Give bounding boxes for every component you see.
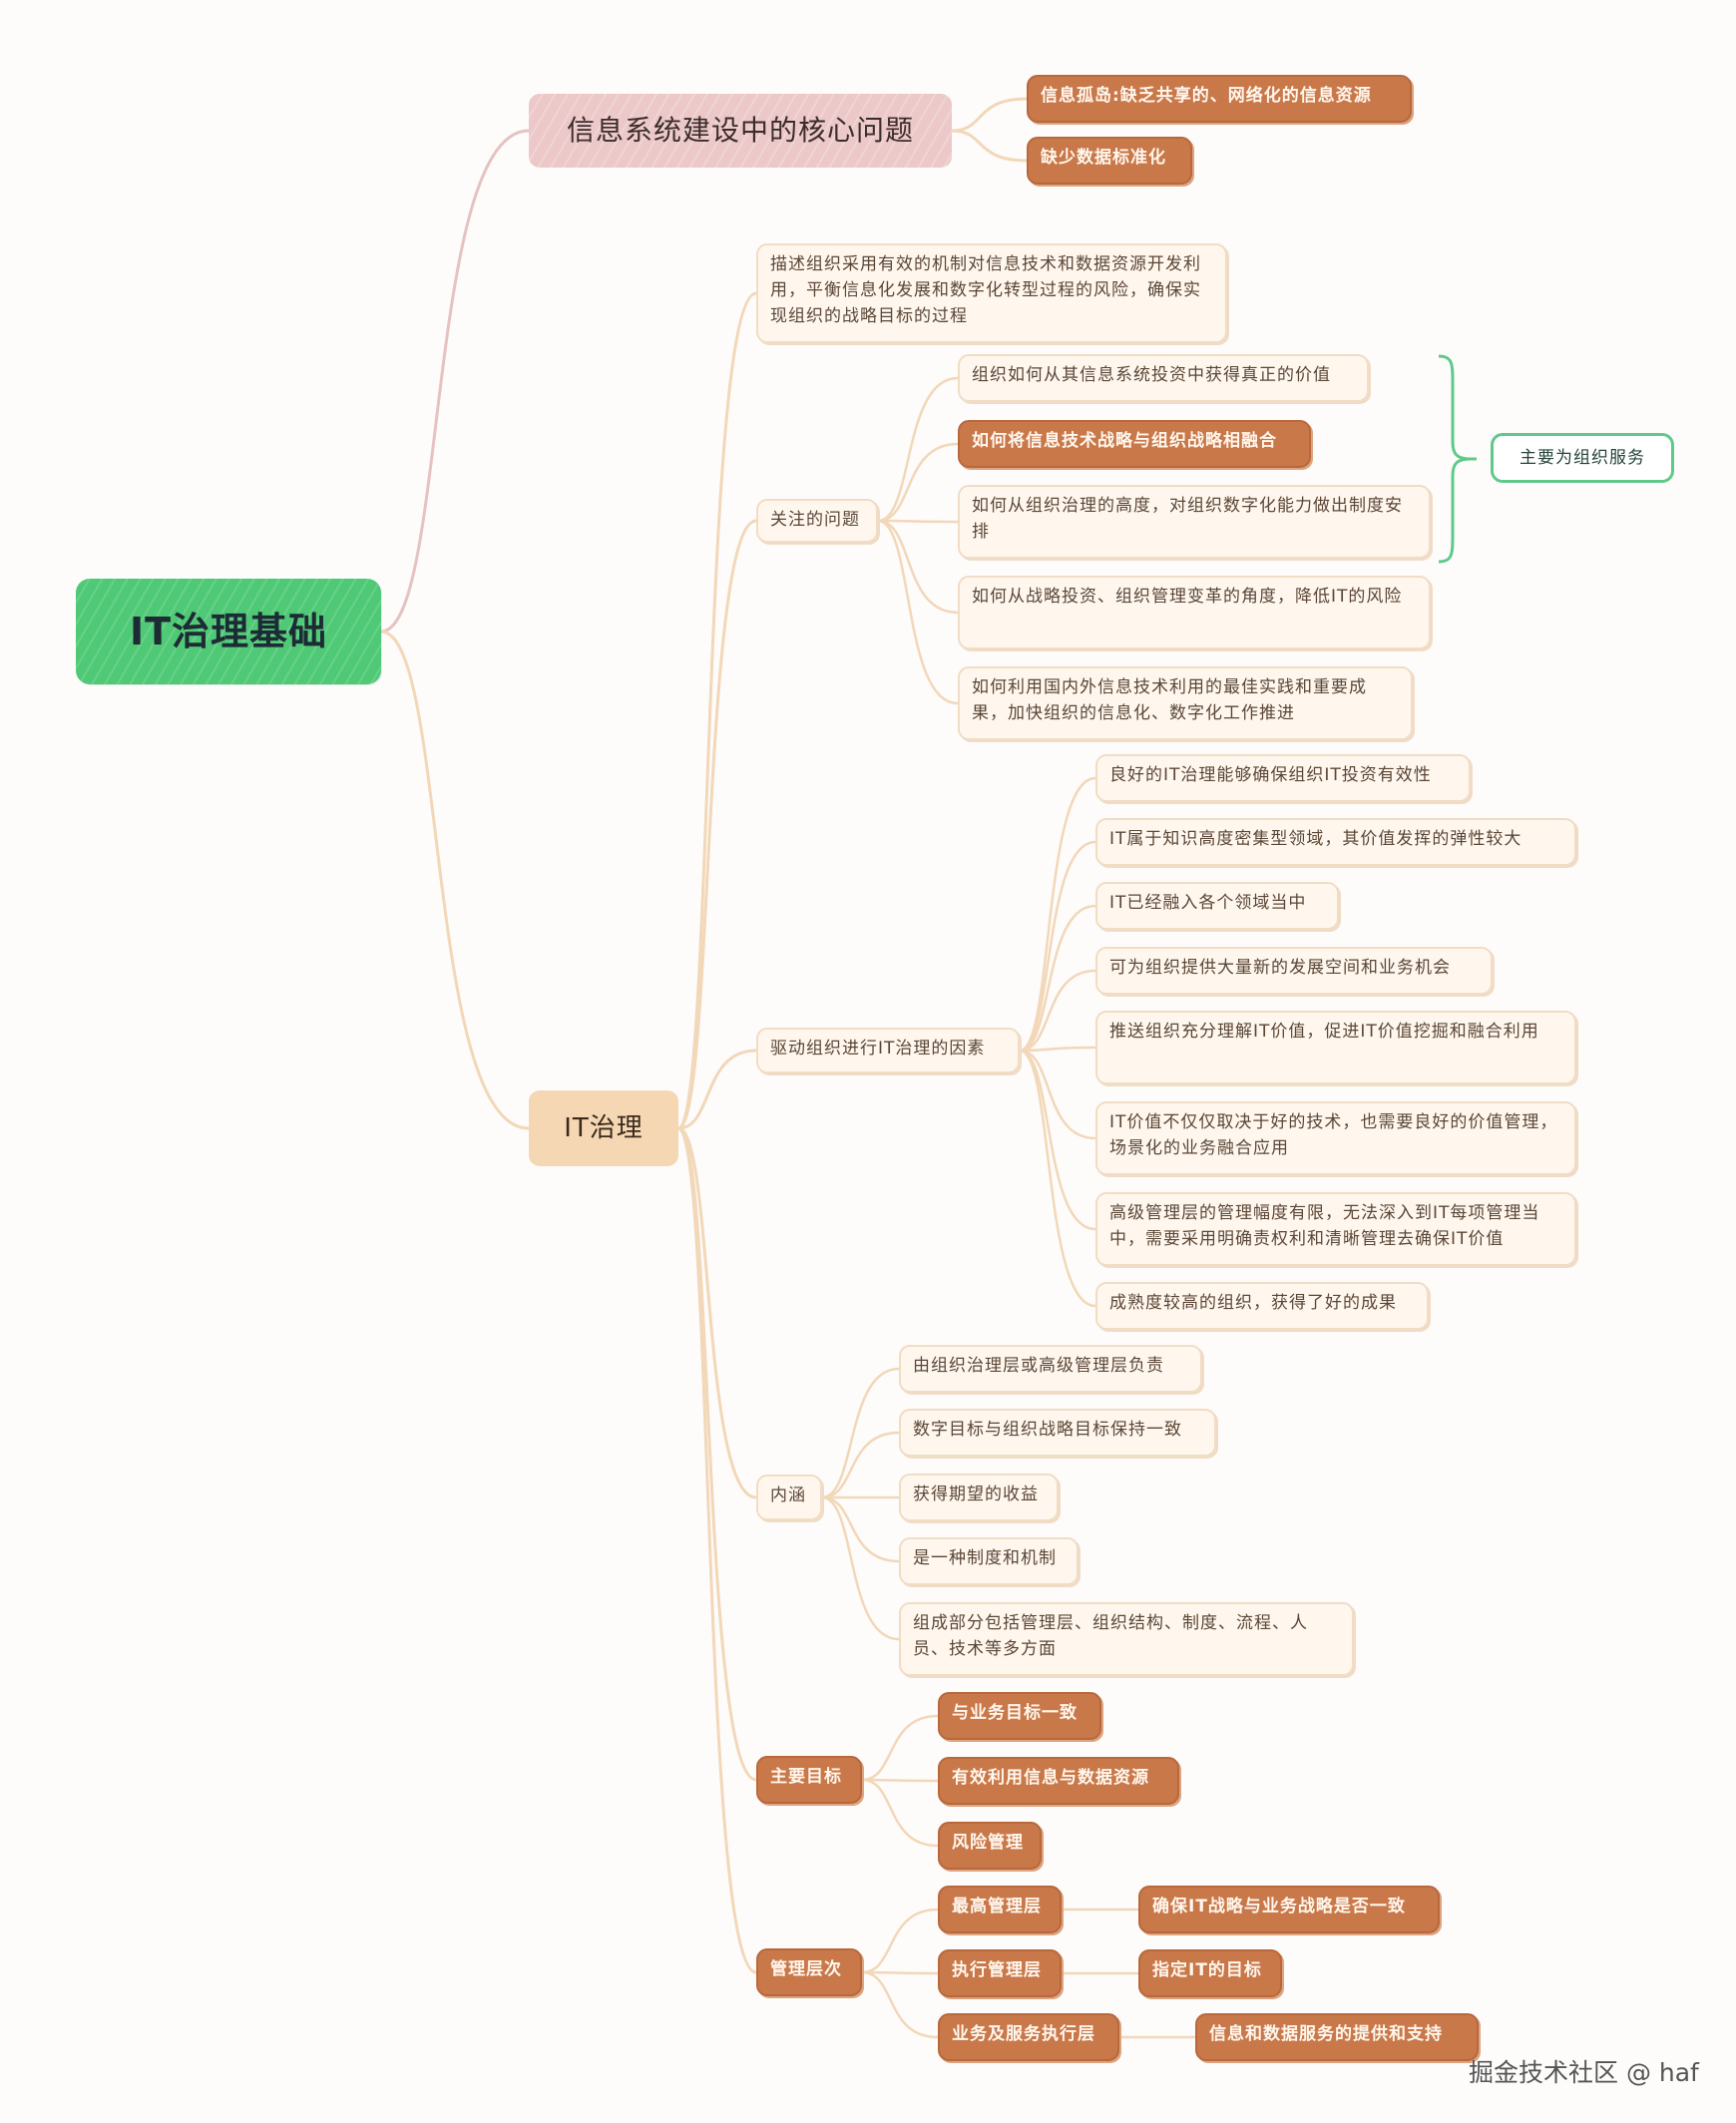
connector-line <box>860 1908 940 1974</box>
root-node[interactable]: IT治理基础 <box>76 579 381 684</box>
goals-node[interactable]: 主要目标 <box>756 1756 862 1804</box>
level-duty[interactable]: 指定IT的目标 <box>1138 1949 1282 1997</box>
driver-item[interactable]: 成熟度较高的组织，获得了好的成果 <box>1095 1282 1429 1330</box>
connector-line <box>1018 776 1097 1053</box>
connector-line <box>379 129 531 634</box>
connector-line <box>1018 969 1097 1053</box>
concern-item[interactable]: 如何从战略投资、组织管理变革的角度，降低IT的风险 <box>958 576 1431 649</box>
connotation-item[interactable]: 由组织治理层或高级管理层负责 <box>899 1345 1202 1393</box>
connector-line <box>1018 1046 1097 1053</box>
connector-line <box>379 630 531 1130</box>
connector-line <box>1018 840 1097 1053</box>
summary-node[interactable]: 主要为组织服务 <box>1491 433 1674 483</box>
drivers-node[interactable]: 驱动组织进行IT治理的因素 <box>756 1028 1020 1073</box>
goal-item[interactable]: 有效利用信息与数据资源 <box>938 1757 1179 1805</box>
driver-item[interactable]: IT属于知识高度密集型领域，其价值发挥的弹性较大 <box>1095 818 1576 866</box>
connector-line <box>876 376 960 523</box>
level-item[interactable]: 最高管理层 <box>938 1886 1062 1933</box>
concern-item[interactable]: 组织如何从其信息系统投资中获得真正的价值 <box>958 354 1369 402</box>
connector-line <box>676 1049 758 1130</box>
connector-line <box>820 1495 901 1641</box>
connotation-item[interactable]: 数字目标与组织战略目标保持一致 <box>899 1409 1216 1457</box>
driver-item[interactable]: 可为组织提供大量新的发展空间和业务机会 <box>1095 947 1493 995</box>
connotation-item[interactable]: 组成部分包括管理层、组织结构、制度、流程、人员、技术等多方面 <box>899 1602 1354 1676</box>
level-item[interactable]: 执行管理层 <box>938 1949 1062 1997</box>
concern-item[interactable]: 如何从组织治理的高度，对组织数字化能力做出制度安排 <box>958 485 1431 559</box>
core-issue-item[interactable]: 缺少数据标准化 <box>1027 137 1192 185</box>
level-duty[interactable]: 信息和数据服务的提供和支持 <box>1195 2013 1479 2061</box>
connotation-item[interactable]: 获得期望的收益 <box>899 1474 1059 1521</box>
connector-line <box>1018 1049 1097 1140</box>
core-issue-item[interactable]: 信息孤岛:缺乏共享的、网络化的信息资源 <box>1027 75 1412 123</box>
connector-line <box>876 519 960 615</box>
driver-item[interactable]: IT已经融入各个领域当中 <box>1095 882 1339 930</box>
connector-line <box>820 1367 901 1499</box>
connector-line <box>876 442 960 523</box>
driver-item[interactable]: 推送组织充分理解IT价值，促进IT价值挖掘和融合利用 <box>1095 1011 1576 1084</box>
level-duty[interactable]: 确保IT战略与业务战略是否一致 <box>1138 1886 1440 1933</box>
driver-item[interactable]: 良好的IT治理能够确保组织IT投资有效性 <box>1095 754 1471 802</box>
connector-line <box>876 519 960 705</box>
connector-line <box>860 1714 940 1782</box>
it-governance-node[interactable]: IT治理 <box>529 1090 678 1166</box>
connector-line <box>860 1778 940 1783</box>
connector-line <box>820 1495 901 1563</box>
concern-item[interactable]: 如何将信息技术战略与组织战略相融合 <box>958 420 1311 468</box>
connector-line <box>1018 904 1097 1053</box>
definition-node[interactable]: 描述组织采用有效的机制对信息技术和数据资源开发利用，平衡信息化发展和数字化转型过… <box>756 243 1227 343</box>
driver-item[interactable]: IT价值不仅仅取决于好的技术，也需要良好的价值管理，场景化的业务融合应用 <box>1095 1101 1576 1175</box>
goal-item[interactable]: 与业务目标一致 <box>938 1692 1101 1740</box>
connector-line <box>860 1778 940 1848</box>
concern-item[interactable]: 如何利用国内外信息技术利用的最佳实践和重要成果，加快组织的信息化、数字化工作推进 <box>958 666 1413 740</box>
connector-line <box>676 1126 758 1974</box>
connector-line <box>1018 1049 1097 1308</box>
goal-item[interactable]: 风险管理 <box>938 1822 1042 1870</box>
connotation-item[interactable]: 是一种制度和机制 <box>899 1537 1079 1585</box>
core-issues-node[interactable]: 信息系统建设中的核心问题 <box>529 94 952 168</box>
connector-line <box>950 129 1029 163</box>
connector-line <box>950 97 1029 133</box>
connector-line <box>676 1126 758 1499</box>
connector-line <box>676 291 758 1130</box>
connector-line <box>860 1970 940 1975</box>
connector-line <box>676 519 758 1130</box>
connector-line <box>876 519 960 524</box>
concerns-node[interactable]: 关注的问题 <box>756 499 878 543</box>
watermark: 掘金技术社区 @ haf <box>1469 2058 1699 2087</box>
connotation-node[interactable]: 内涵 <box>756 1475 822 1520</box>
summary-brace <box>1438 354 1477 564</box>
connector-line <box>820 1431 901 1499</box>
levels-node[interactable]: 管理层次 <box>756 1948 862 1996</box>
driver-item[interactable]: 高级管理层的管理幅度有限，无法深入到IT每项管理当中，需要采用明确责权利和清晰管… <box>1095 1192 1576 1266</box>
connector-line <box>860 1970 940 2039</box>
connector-line <box>1018 1049 1097 1231</box>
level-item[interactable]: 业务及服务执行层 <box>938 2013 1119 2061</box>
